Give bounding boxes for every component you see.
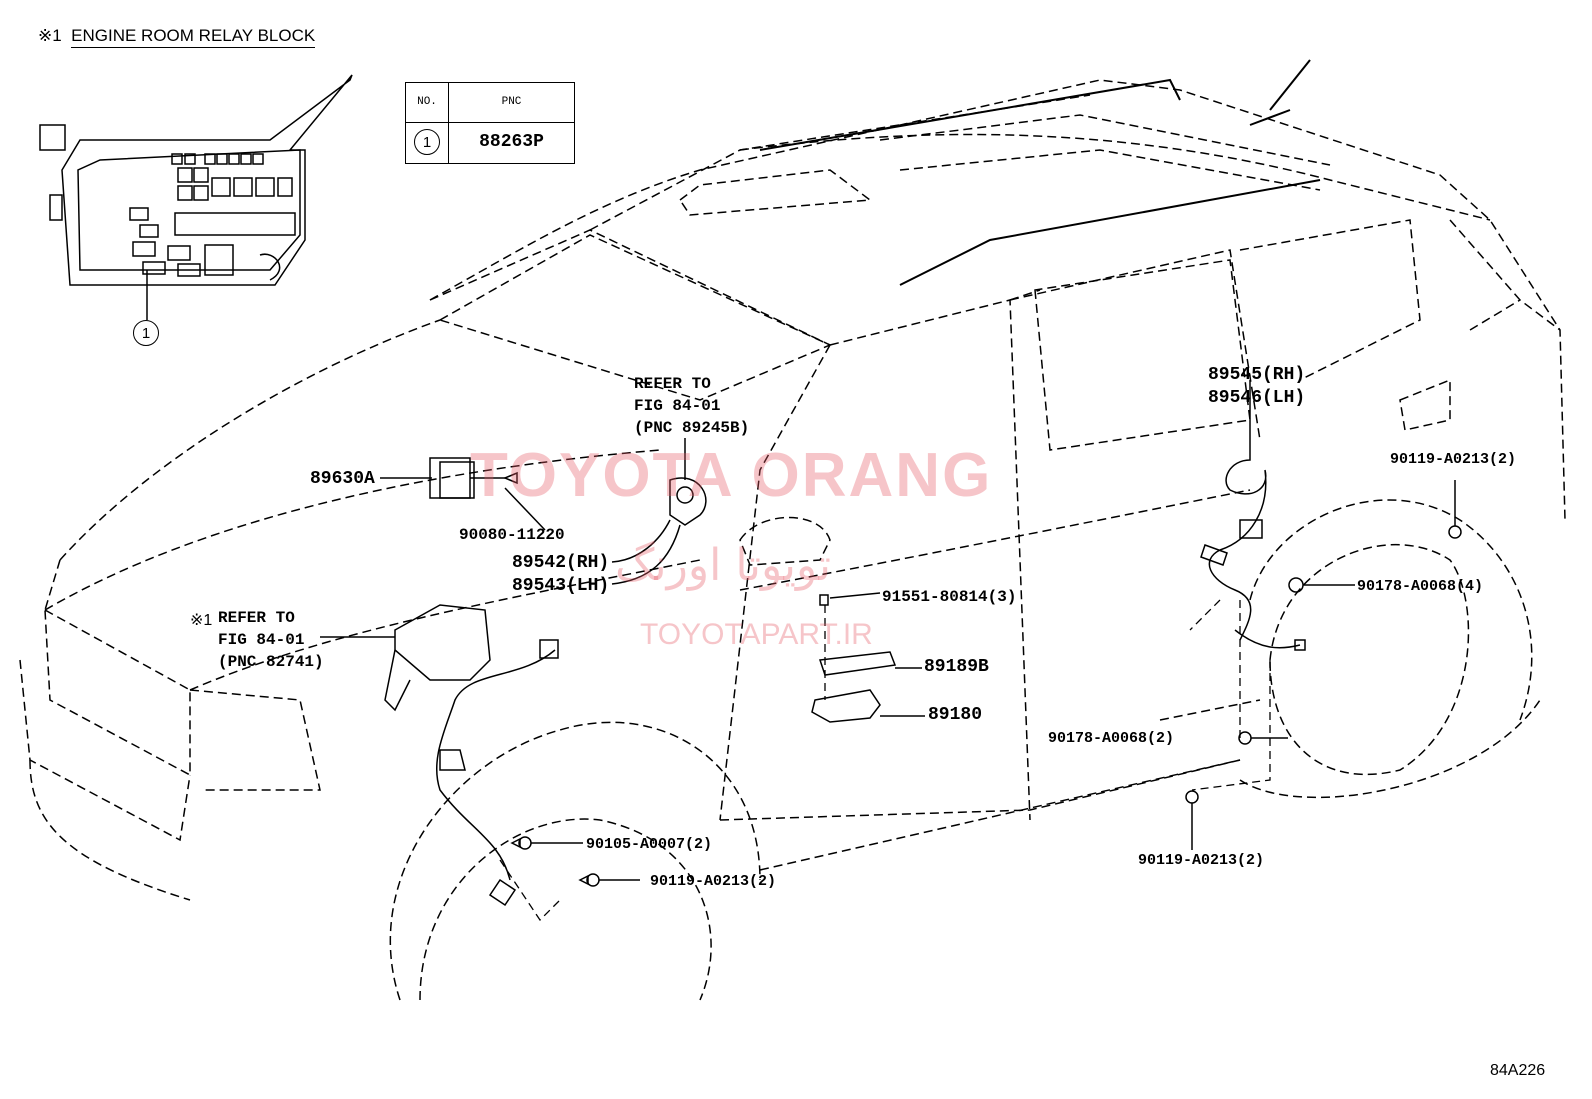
pnc-header-no: NO. <box>417 96 437 108</box>
figure-number: 84A226 <box>1490 1062 1546 1079</box>
watermark-site: TOYOTAPART.IR <box>640 618 873 651</box>
relay-block-title: ※1 ENGINE ROOM RELAY BLOCK <box>38 26 316 48</box>
title-mark: ※1 <box>38 26 62 45</box>
refer-top-line1: REFER TO <box>634 375 711 393</box>
label-90080-11220: 90080-11220 <box>459 526 565 544</box>
label-90119-front: 90119-A0213(2) <box>650 873 777 890</box>
roof-rails <box>759 59 1321 286</box>
relay-callout-number: 1 <box>133 320 159 346</box>
watermark-brand: TOYOTA ORANG <box>470 441 993 510</box>
label-90105-A0007: 90105-A0007(2) <box>586 836 713 853</box>
label-90119-bottom: 90119-A0213(2) <box>1138 852 1265 869</box>
pnc-row-value: 88263P <box>479 132 544 152</box>
label-89543: 89543(LH) <box>512 576 610 596</box>
refer-left-line1: REFER TO <box>218 609 295 627</box>
watermark-persian: تویوتا اورنگ <box>615 540 831 591</box>
relay-callout: 1 <box>133 320 159 346</box>
refer-top-line2: FIG 84-01 <box>634 397 721 415</box>
pnc-table-header: NO. PNC <box>406 83 574 123</box>
leader-lines <box>499 599 1271 922</box>
refer-left-mark: ※1 <box>190 612 213 629</box>
refer-top-line3: (PNC 89245B) <box>634 419 750 437</box>
label-91551-80814: 91551-80814(3) <box>882 588 1017 606</box>
label-90119-rear: 90119-A0213(2) <box>1390 451 1517 468</box>
label-89189B: 89189B <box>924 657 989 677</box>
label-90178-rear: 90178-A0068(4) <box>1357 578 1484 595</box>
label-90178-mid: 90178-A0068(2) <box>1048 730 1175 747</box>
pnc-table-row: 1 88263P <box>406 123 574 163</box>
relay-block-sketch <box>39 74 353 320</box>
label-89180: 89180 <box>928 705 983 725</box>
car-body-outline <box>19 79 1566 1001</box>
pnc-row-no: 1 <box>406 129 448 155</box>
pnc-table: NO. PNC 1 88263P <box>405 82 575 164</box>
label-89546: 89546(LH) <box>1208 388 1306 408</box>
title-text: ENGINE ROOM RELAY BLOCK <box>71 26 316 48</box>
label-89542: 89542(RH) <box>512 553 610 573</box>
component-parts <box>320 380 1462 907</box>
refer-left-line2: FIG 84-01 <box>218 631 305 649</box>
refer-left-line3: (PNC 82741) <box>218 653 324 671</box>
label-89630A: 89630A <box>310 469 375 489</box>
pnc-header-pnc: PNC <box>501 96 522 108</box>
label-89545: 89545(RH) <box>1208 365 1306 385</box>
pnc-table-divider <box>448 83 449 163</box>
